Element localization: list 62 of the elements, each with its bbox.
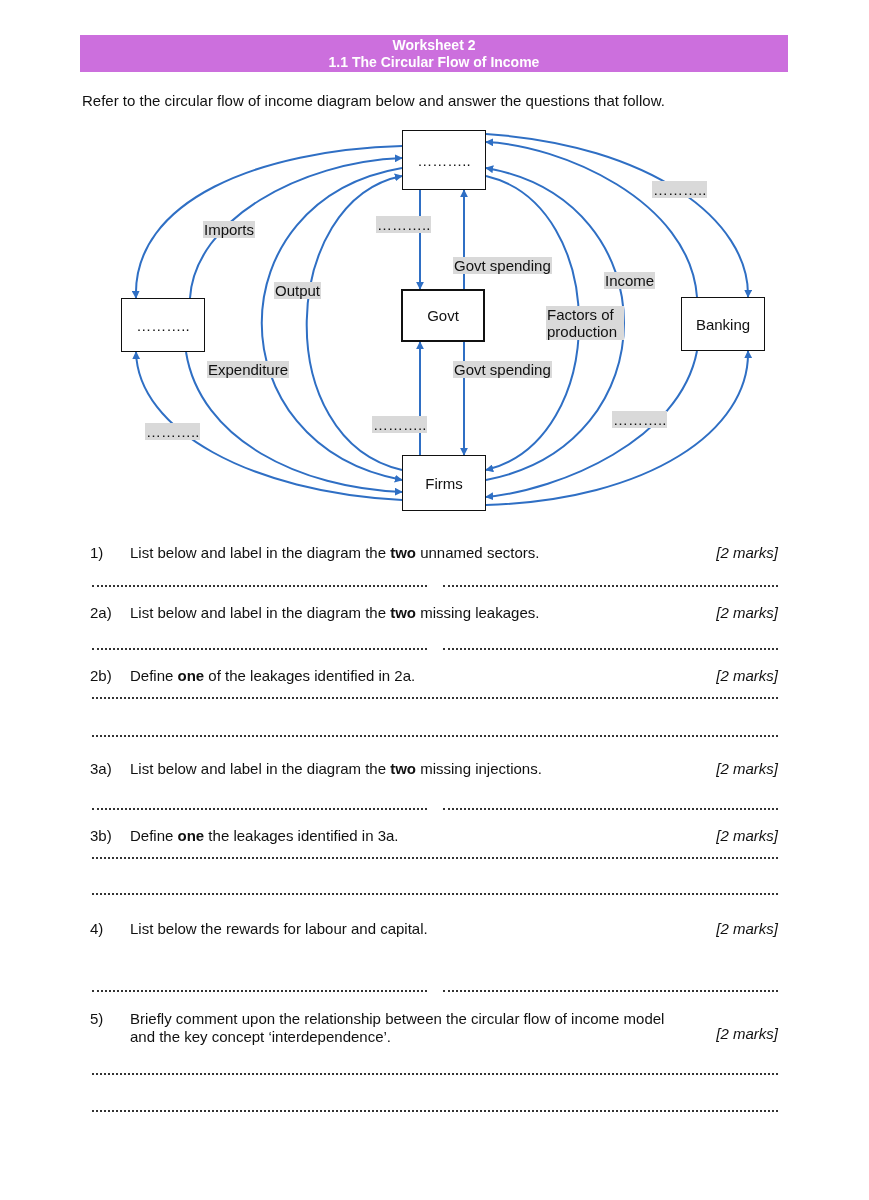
sector-box — [681, 297, 765, 351]
question-text: List below and label in the diagram the two missing injections. — [130, 760, 543, 778]
marks-text: [2 marks] — [715, 1025, 778, 1043]
instruction-text: Refer to the circular flow of income diagram below and answer the questions that follow. — [82, 92, 666, 110]
marks-text: [2 marks] — [715, 827, 778, 845]
flow-arrow — [305, 174, 403, 471]
edge-label: Expenditure — [207, 361, 290, 378]
question-number: 4) — [90, 920, 105, 938]
flow-arrow — [485, 133, 752, 298]
question-number: 2a) — [90, 604, 113, 622]
flow-arrow — [460, 189, 468, 290]
sector-box — [402, 130, 486, 190]
flow-arrow — [132, 145, 403, 299]
flow-arrow — [185, 351, 403, 496]
edge-label: Govt spending — [453, 361, 552, 378]
flow-arrow — [485, 166, 625, 481]
question-number: 3b) — [90, 827, 113, 845]
flow-arrow — [485, 350, 752, 506]
edge-label: ……….. — [652, 181, 708, 198]
edge-label: Imports — [203, 221, 255, 238]
sector-box — [121, 298, 205, 352]
question-number: 5) — [90, 1010, 105, 1028]
worksheet-title: 1.1 The Circular Flow of Income — [328, 53, 540, 71]
edge-label: ……….. — [372, 416, 428, 433]
edge-label: Govt spending — [453, 257, 552, 274]
question-text: Define one of the leakages identified in 2a. — [130, 667, 417, 685]
marks-text: [2 marks] — [715, 604, 778, 622]
flow-arrow — [189, 154, 403, 299]
marks-text: [2 marks] — [715, 920, 778, 938]
sector-label: Govt — [427, 307, 459, 324]
edge-label: ……….. — [612, 411, 668, 428]
question-text: Define one the leakages identified in 3a. — [130, 827, 400, 845]
question-text: List below and label in the diagram the two unnamed sectors. — [130, 544, 541, 562]
sector-label: Firms — [425, 474, 463, 492]
edge-label: ……….. — [376, 216, 432, 233]
title-band — [80, 35, 788, 72]
question-text: List below the rewards for labour and capital. — [130, 920, 429, 938]
edge-label: Output — [274, 282, 322, 299]
question-text: Briefly comment upon the relationship between the circular flow of income model and the key concept ‘interdependence’. — [130, 1010, 666, 1046]
blank-sector-label: ……….. — [136, 316, 190, 334]
flow-arrow — [485, 350, 698, 500]
sector-box — [401, 289, 485, 342]
question-number: 1) — [90, 544, 105, 562]
edge-label: Factors of production — [546, 306, 624, 340]
marks-text: [2 marks] — [715, 667, 778, 685]
question-number: 3a) — [90, 760, 113, 778]
sector-box — [402, 455, 486, 511]
question-number: 2b) — [90, 667, 113, 685]
flow-arrow — [416, 341, 424, 456]
flow-arrow — [133, 351, 403, 501]
flow-arrow — [260, 167, 403, 482]
flow-arrow — [485, 138, 698, 298]
question-text: List below and label in the diagram the two missing leakages. — [130, 604, 541, 622]
flow-arrow — [460, 341, 468, 456]
worksheet-number: Worksheet 2 — [392, 36, 476, 54]
marks-text: [2 marks] — [715, 544, 778, 562]
marks-text: [2 marks] — [715, 760, 778, 778]
blank-sector-label: ……….. — [417, 151, 471, 169]
edge-label: ……….. — [145, 423, 201, 440]
sector-label: Banking — [695, 315, 751, 333]
edge-label: Income — [604, 272, 656, 289]
flow-arrow — [485, 175, 580, 471]
